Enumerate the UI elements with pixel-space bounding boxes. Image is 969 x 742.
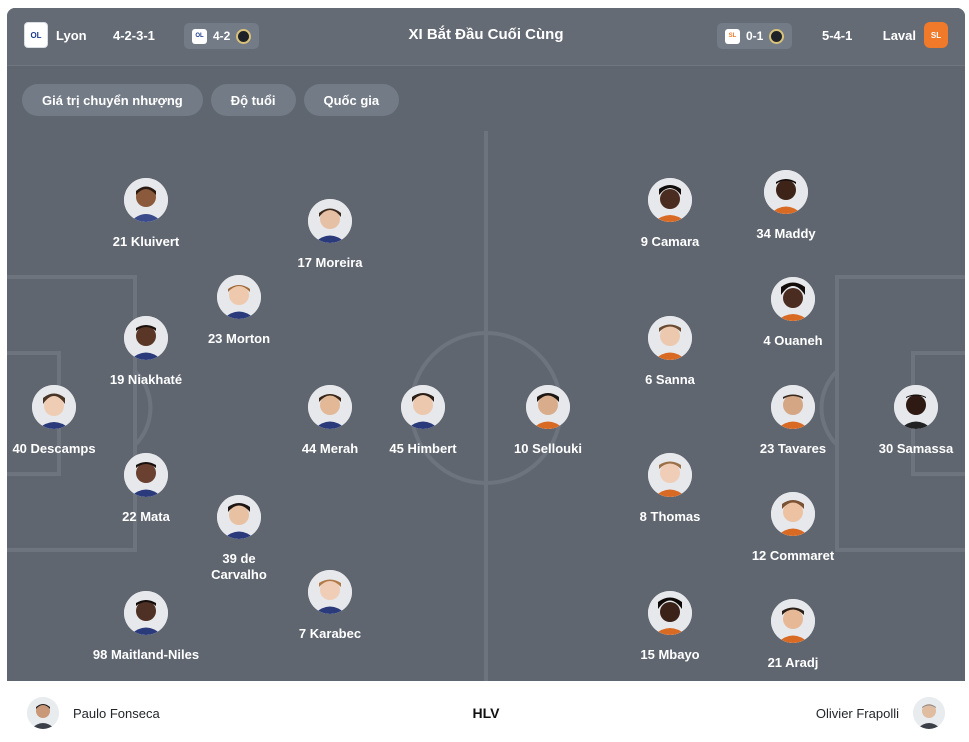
player-avatar-icon [32, 385, 76, 429]
player-name: 30 Samassa [878, 441, 954, 456]
player-kluivert[interactable]: 21 Kluivert [76, 178, 216, 250]
player-name: 23 Morton [207, 331, 271, 346]
player-name: 10 Sellouki [514, 441, 582, 456]
player-name: 6 Sanna [645, 372, 695, 387]
player-avatar-icon [308, 385, 352, 429]
player-name: 19 Niakhaté [109, 372, 183, 387]
player-tavares[interactable]: 23 Tavares [723, 385, 863, 457]
away-coach[interactable]: Olivier Frapolli [816, 697, 945, 729]
player-avatar-icon [124, 316, 168, 360]
player-name: 7 Karabec [298, 626, 362, 641]
away-coach-name: Olivier Frapolli [815, 705, 899, 721]
player-thomas[interactable]: 8 Thomas [600, 453, 740, 525]
player-name: 21 Aradj [767, 655, 819, 670]
player-name: 8 Thomas [639, 509, 701, 524]
player-name: 9 Camara [640, 234, 700, 249]
player-avatar-icon [771, 492, 815, 536]
filter-age[interactable]: Độ tuổi [210, 84, 296, 116]
player-avatar-icon [771, 385, 815, 429]
player-avatar-icon [401, 385, 445, 429]
player-avatar-icon [308, 199, 352, 243]
lyon-mini-crest-icon: OL [192, 28, 207, 44]
player-ouaneh[interactable]: 4 Ouaneh [723, 277, 863, 349]
player-aradj[interactable]: 21 Aradj [723, 599, 863, 671]
player-avatar-icon [764, 170, 808, 214]
player-name: 22 Mata [122, 509, 170, 524]
player-avatar-icon [648, 316, 692, 360]
home-formation: 4-2-3-1 [113, 28, 155, 43]
player-avatar-icon [526, 385, 570, 429]
player-name: 23 Tavares [759, 441, 827, 456]
home-team-name: Lyon [56, 27, 87, 43]
player-mata[interactable]: 22 Mata [76, 453, 216, 525]
home-coach-name: Paulo Fonseca [73, 705, 160, 721]
player-name: 12 Commaret [751, 548, 835, 563]
lyon-crest-icon: OL [24, 22, 48, 48]
player-avatar-icon [648, 453, 692, 497]
home-last-score: 4-2 [213, 29, 231, 43]
player-camara[interactable]: 9 Camara [600, 178, 740, 250]
opponent-crest-icon [769, 28, 785, 44]
filter-nationality[interactable]: Quốc gia [303, 84, 400, 116]
laval-crest-icon: SL [924, 22, 948, 48]
player-name: 98 Maitland-Niles [92, 647, 200, 662]
coach-label: HLV [472, 705, 500, 721]
coach-avatar-icon [913, 697, 945, 729]
player-karabec[interactable]: 7 Karabec [260, 570, 400, 642]
pitch: 21 Kluivert 17 Moreira 23 Morton 19 Niak… [7, 131, 965, 681]
player-name: 17 Moreira [297, 255, 363, 270]
player-name: 39 de Carvalho [211, 551, 267, 582]
player-name: 4 Ouaneh [763, 333, 823, 348]
player-avatar-icon [124, 453, 168, 497]
home-team[interactable]: OL Lyon [24, 22, 87, 48]
player-avatar-icon [648, 591, 692, 635]
player-avatar-icon [771, 277, 815, 321]
player-avatar-icon [217, 275, 261, 319]
player-himbert[interactable]: 45 Himbert [353, 385, 493, 457]
player-merah[interactable]: 44 Merah [260, 385, 400, 457]
lineup-card: OL Lyon 4-2-3-1 OL 4-2 XI Bắt Đầu Cuối C… [7, 8, 965, 742]
page-title: XI Bắt Đầu Cuối Cùng [408, 26, 564, 43]
player-name: 21 Kluivert [112, 234, 180, 249]
player-mbayo[interactable]: 15 Mbayo [600, 591, 740, 663]
player-niakhate[interactable]: 19 Niakhaté [76, 316, 216, 388]
player-name: 44 Merah [301, 441, 359, 456]
player-avatar-icon [217, 495, 261, 539]
filter-transfer-value[interactable]: Giá trị chuyển nhượng [22, 84, 203, 116]
player-avatar-icon [771, 599, 815, 643]
player-samassa[interactable]: 30 Samassa [846, 385, 965, 457]
player-avatar-icon [308, 570, 352, 614]
away-team[interactable]: Laval SL [883, 22, 948, 48]
player-morton[interactable]: 23 Morton [169, 275, 309, 347]
home-last-result[interactable]: OL 4-2 [184, 23, 260, 49]
player-name: 45 Himbert [389, 441, 457, 456]
coaches-bar: Paulo Fonseca HLV Olivier Frapolli [7, 681, 965, 742]
player-commaret[interactable]: 12 Commaret [723, 492, 863, 564]
player-de-carvalho[interactable]: 39 de Carvalho [169, 495, 309, 583]
player-name: 40 Descamps [12, 441, 96, 456]
player-avatar-icon [894, 385, 938, 429]
player-maddy[interactable]: 34 Maddy [716, 170, 856, 242]
player-sanna[interactable]: 6 Sanna [600, 316, 740, 388]
lineup-header: OL Lyon 4-2-3-1 OL 4-2 XI Bắt Đầu Cuối C… [7, 8, 965, 66]
coach-avatar-icon [27, 697, 59, 729]
filter-chips: Giá trị chuyển nhượng Độ tuổi Quốc gia [22, 84, 400, 116]
player-name: 15 Mbayo [640, 647, 700, 662]
player-avatar-icon [124, 178, 168, 222]
player-descamps[interactable]: 40 Descamps [7, 385, 124, 457]
player-avatar-icon [124, 591, 168, 635]
away-formation: 5-4-1 [822, 28, 853, 43]
player-name: 34 Maddy [756, 226, 816, 241]
home-coach[interactable]: Paulo Fonseca [27, 697, 160, 729]
away-last-result[interactable]: SL 0-1 [717, 23, 793, 49]
player-maitland-niles[interactable]: 98 Maitland-Niles [76, 591, 216, 663]
away-last-score: 0-1 [746, 29, 764, 43]
away-team-name: Laval [882, 27, 916, 43]
laval-mini-crest-icon: SL [725, 28, 740, 44]
player-avatar-icon [648, 178, 692, 222]
opponent-crest-icon [236, 28, 252, 44]
player-moreira[interactable]: 17 Moreira [260, 199, 400, 271]
player-sellouki[interactable]: 10 Sellouki [478, 385, 618, 457]
